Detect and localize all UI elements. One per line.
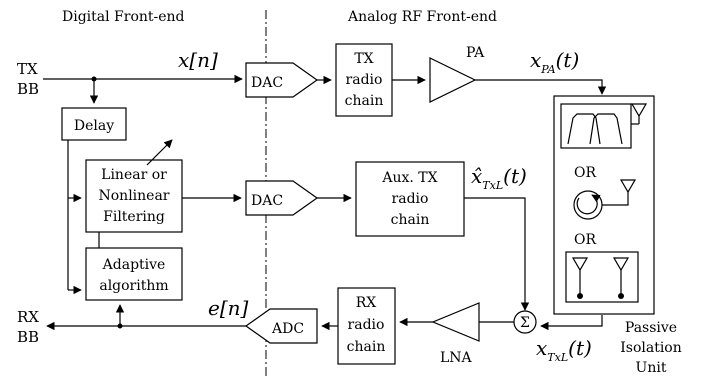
tx-chain-line1: TX <box>354 51 373 67</box>
sum-symbol: Σ <box>520 315 530 331</box>
pa-label: PA <box>466 45 485 61</box>
circulator-antenna-icon <box>619 179 637 194</box>
signal-xpa: xPA(t) <box>530 48 579 76</box>
isolation-label-line3: Unit <box>636 360 667 376</box>
signal-xn: x[n] <box>178 48 218 72</box>
signal-xtxl: xTxL(t) <box>536 336 592 364</box>
tx-bb-label-line1: TX <box>17 60 38 78</box>
rx-antenna-icon <box>612 257 630 272</box>
filter-response-1 <box>567 113 601 145</box>
rx-bb-label-line1: RX <box>17 308 39 326</box>
duplexer-antenna-icon <box>630 103 648 118</box>
adaptive-label-line1: Adaptive <box>102 257 166 273</box>
pa-output-line <box>475 79 607 95</box>
adaptive-algorithm-block <box>85 247 183 301</box>
duplexer-filter-box <box>560 103 632 149</box>
circulator-antenna-feed <box>602 191 629 206</box>
adaptation-arrow <box>146 139 173 166</box>
or-label-2: OR <box>574 232 596 248</box>
isolation-label-line1: Passive <box>625 320 677 336</box>
isolation-label-line2: Isolation <box>620 340 682 356</box>
aux-tx-radio-chain-block <box>355 161 465 237</box>
rx-chain-line2: radio <box>348 317 385 333</box>
tx-antenna-icon <box>571 257 589 272</box>
lna-amplifier <box>431 302 480 342</box>
analog-frontend-title: Analog RF Front-end <box>347 9 497 25</box>
rx-chain-line3: chain <box>347 339 386 355</box>
delay-block <box>61 107 127 141</box>
tx-chain-line3: chain <box>345 93 384 109</box>
aux-chain-output-line <box>464 197 530 311</box>
rx-chain-line1: RX <box>356 295 377 311</box>
rx-antenna-port <box>618 293 624 299</box>
isolation-output-line <box>540 315 603 331</box>
dac-top-block <box>245 62 319 98</box>
rx-bb-label-line2: BB <box>17 328 39 346</box>
signal-xhat-txl: x̂TxL(t) <box>471 164 527 192</box>
tx-antenna-port <box>577 293 583 299</box>
filtering-label-line1: Linear or <box>101 167 167 183</box>
adaptive-label-line2: algorithm <box>99 278 168 294</box>
filtering-label-line2: Nonlinear <box>99 188 170 204</box>
tx-bb-label-line2: BB <box>17 80 39 98</box>
rx-radio-chain-block <box>337 287 396 365</box>
adc-block <box>244 308 318 344</box>
signal-en: e[n] <box>208 296 249 320</box>
or-label-1: OR <box>574 165 596 181</box>
dac-top-label: DAC <box>251 75 283 91</box>
dac-mid-label: DAC <box>251 193 283 209</box>
aux-chain-line3: chain <box>391 212 430 228</box>
filtering-block <box>85 159 183 233</box>
delay-label: Delay <box>74 118 114 134</box>
pa-amplifier <box>429 57 477 103</box>
adc-label: ADC <box>271 321 304 337</box>
circulator-arrow <box>576 194 601 215</box>
filter-response-2 <box>589 113 623 145</box>
filtering-label-line3: Filtering <box>103 209 165 225</box>
aux-chain-line2: radio <box>392 191 429 207</box>
tx-chain-line2: radio <box>346 72 383 88</box>
aux-chain-line1: Aux. TX <box>381 170 437 186</box>
lna-label: LNA <box>440 350 473 366</box>
dac-mid-block <box>245 180 319 216</box>
digital-frontend-title: Digital Front-end <box>62 9 185 25</box>
circulator-icon <box>573 190 603 220</box>
